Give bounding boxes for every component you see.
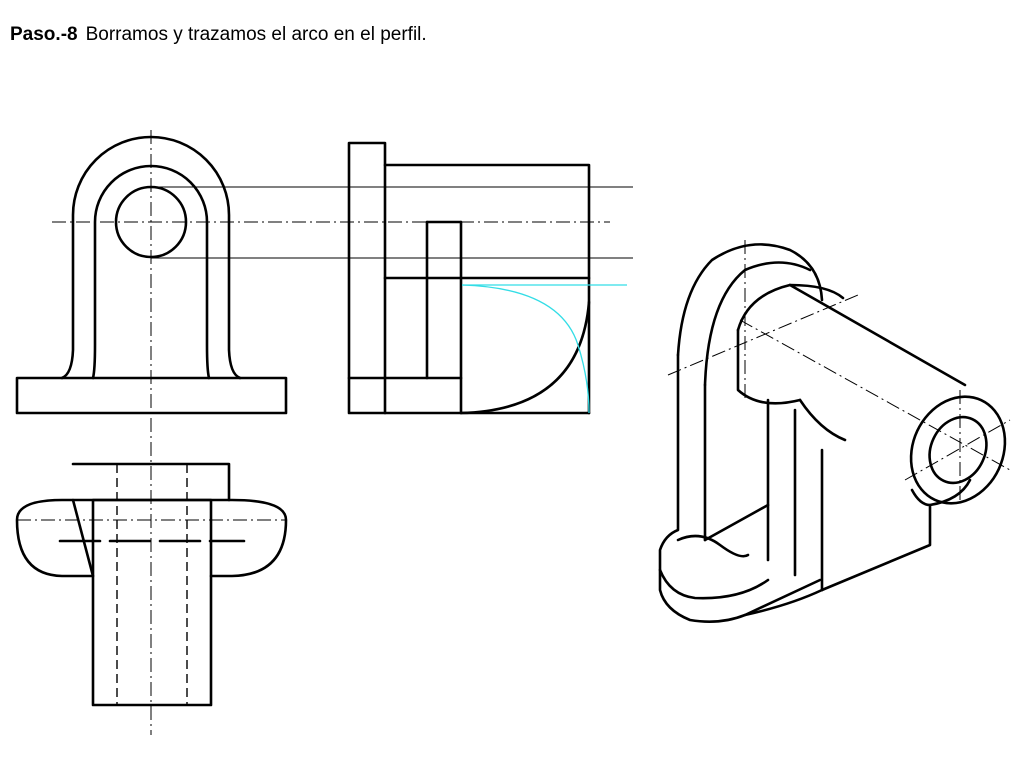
step-label: Paso.-8 — [10, 24, 78, 45]
iso-plate-outline — [658, 353, 822, 623]
iso-web-fillet — [910, 488, 932, 507]
iso-plate-top-arc — [676, 243, 824, 357]
iso-base-curve — [658, 568, 770, 600]
iso-axis-b — [739, 319, 1011, 471]
iso-cylinder-top-edge — [788, 283, 967, 387]
iso-base-front — [743, 588, 824, 617]
side-view — [347, 141, 627, 415]
top-cylinder — [91, 498, 213, 707]
iso-axis-d — [904, 419, 1011, 481]
step-instruction: Borramos y trazamos el arco en el perfil… — [85, 24, 427, 45]
construction-arc — [461, 284, 590, 414]
side-cylinder-outline — [383, 163, 591, 415]
iso-base-inner-curve — [676, 534, 750, 558]
iso-web-edge — [820, 478, 972, 592]
top-view — [15, 462, 288, 707]
front-view — [15, 130, 633, 735]
iso-back-boss-side — [736, 328, 802, 405]
iso-axis-a — [667, 294, 859, 376]
side-profile-arc — [459, 300, 591, 415]
iso-plate-inner-arc — [703, 261, 812, 387]
isometric-view — [658, 240, 1011, 623]
iso-cylinder-end — [909, 395, 1007, 505]
iso-cylinder-lower — [798, 398, 847, 442]
iso-plate-foot-edge — [703, 503, 770, 542]
slide-title: Paso.-8 Borramos y trazamos el arco en el… — [10, 24, 427, 46]
iso-bore — [928, 415, 988, 485]
side-plate — [347, 141, 387, 415]
